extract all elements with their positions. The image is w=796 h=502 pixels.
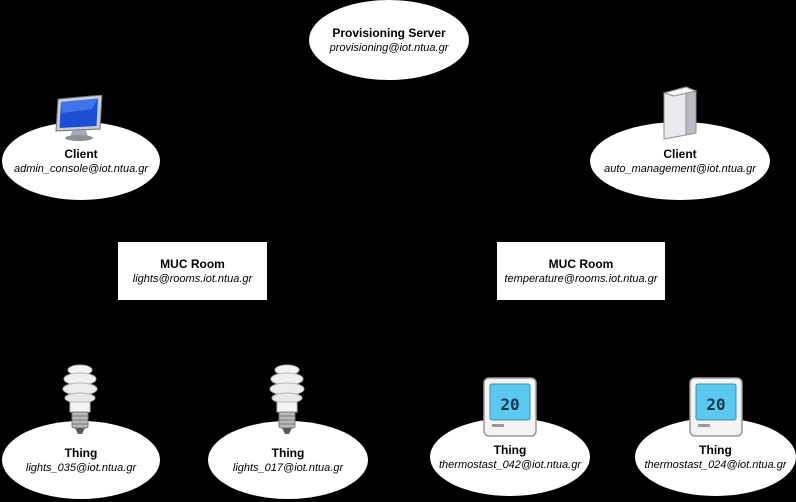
- node-jid: auto_management@iot.ntua.gr: [604, 162, 756, 175]
- thermostat-icon: 20: [483, 377, 537, 437]
- node-title: Thing: [699, 442, 732, 457]
- node-title: Thing: [493, 442, 527, 457]
- thermostat-display: 20: [500, 395, 519, 414]
- monitor-icon: [55, 95, 103, 141]
- room-jid: temperature@rooms.iot.ntua.gr: [504, 272, 658, 285]
- node-title: Thing: [271, 445, 305, 460]
- muc-room-lights: MUC Room lights@rooms.iot.ntua.gr: [118, 242, 267, 300]
- provisioning-server-node: Provisioning Server provisioning@iot.ntu…: [309, 0, 469, 80]
- room-title: MUC Room: [160, 256, 225, 271]
- node-jid: provisioning@iot.ntua.gr: [329, 41, 449, 54]
- node-jid: lights_035@iot.ntua.gr: [25, 461, 137, 474]
- node-jid: admin_console@iot.ntua.gr: [13, 162, 149, 175]
- node-title: Provisioning Server: [332, 25, 446, 40]
- node-jid: thermostast_042@iot.ntua.gr: [438, 458, 582, 471]
- thermostat-display: 20: [706, 395, 725, 414]
- light-bulb-icon: [62, 364, 98, 434]
- muc-room-temperature: MUC Room temperature@rooms.iot.ntua.gr: [497, 242, 665, 300]
- server-tower-icon: [662, 86, 698, 140]
- node-title: Thing: [64, 445, 98, 460]
- node-title: Client: [663, 146, 697, 161]
- room-jid: lights@rooms.iot.ntua.gr: [132, 272, 253, 285]
- room-title: MUC Room: [548, 256, 614, 271]
- client-node-auto-management: Client auto_management@iot.ntua.gr: [590, 122, 770, 200]
- light-bulb-icon: [269, 364, 305, 434]
- node-jid: lights_017@iot.ntua.gr: [232, 461, 344, 474]
- node-jid: thermostast_024@iot.ntua.gr: [644, 458, 787, 471]
- node-title: Client: [64, 146, 98, 161]
- thermostat-icon: 20: [689, 377, 743, 437]
